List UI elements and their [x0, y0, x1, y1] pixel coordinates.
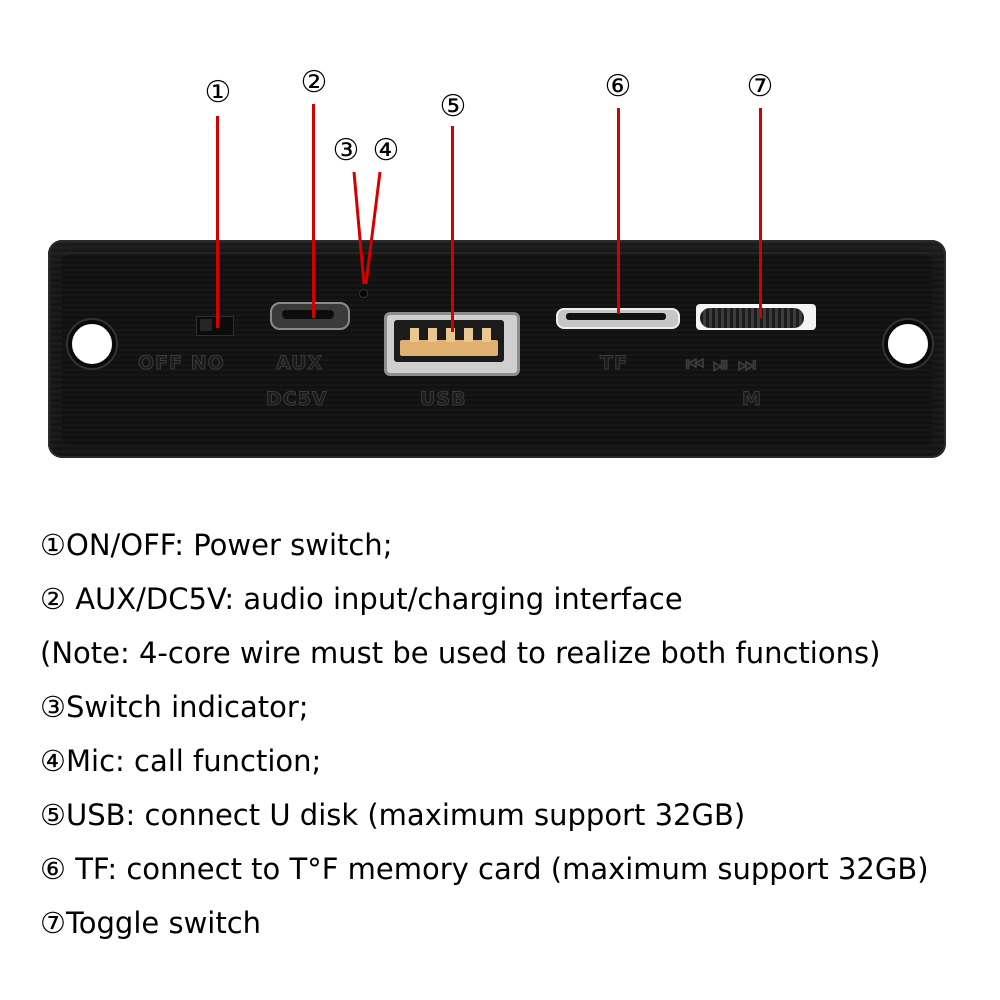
callout-6: ⑥ — [604, 69, 632, 104]
usb-pin — [464, 328, 473, 342]
dc5v-label: DC5V — [266, 388, 328, 411]
usb-pin — [482, 328, 491, 342]
desc-mic: ④Mic: call function; — [40, 744, 322, 778]
media-controls-label: ⏮ ⏯ ⏭ — [686, 352, 757, 377]
callout-5: ⑤ — [439, 89, 467, 124]
leader-line-3 — [352, 171, 366, 285]
desc-aux-note: (Note: 4-core wire must be used to reali… — [40, 636, 881, 670]
mode-label: M — [742, 388, 762, 411]
callout-7: ⑦ — [746, 69, 774, 104]
usb-pin — [446, 328, 455, 342]
toggle-switch-wheel[interactable] — [700, 308, 804, 328]
mounting-hole-right — [884, 320, 932, 368]
tf-slot-opening — [566, 313, 666, 320]
desc-power-switch: ①ON/OFF: Power switch; — [40, 528, 393, 562]
callout-4: ④ — [372, 133, 400, 168]
callout-1: ① — [204, 75, 232, 110]
leader-line-5 — [451, 126, 454, 332]
desc-toggle-switch: ⑦Toggle switch — [40, 906, 262, 940]
leader-line-4 — [364, 171, 382, 285]
mounting-hole-left — [68, 320, 116, 368]
usb-contact-tongue — [400, 340, 498, 356]
callout-2: ② — [300, 65, 328, 100]
aux-port-opening — [282, 310, 334, 319]
callout-3: ③ — [332, 133, 360, 168]
indicator-mic-hole — [360, 290, 367, 297]
leader-line-6 — [617, 108, 620, 314]
usb-pin — [410, 328, 419, 342]
usb-label: USB — [420, 388, 467, 411]
tf-label: TF — [600, 352, 628, 375]
desc-tf: ⑥ TF: connect to T°F memory card (maximu… — [40, 852, 929, 886]
mp3-decoder-panel — [48, 240, 946, 458]
power-switch-knob[interactable] — [200, 319, 212, 331]
desc-aux-dc5v: ② AUX/DC5V: audio input/charging interfa… — [40, 582, 683, 616]
desc-usb: ⑤USB: connect U disk (maximum support 32… — [40, 798, 746, 832]
usb-pin — [428, 328, 437, 342]
leader-line-2 — [312, 104, 315, 318]
leader-line-7 — [759, 108, 762, 318]
switch-label: OFF NO — [138, 352, 225, 375]
aux-label: AUX — [275, 352, 324, 375]
desc-switch-indicator: ③Switch indicator; — [40, 690, 309, 724]
leader-line-1 — [216, 116, 219, 328]
